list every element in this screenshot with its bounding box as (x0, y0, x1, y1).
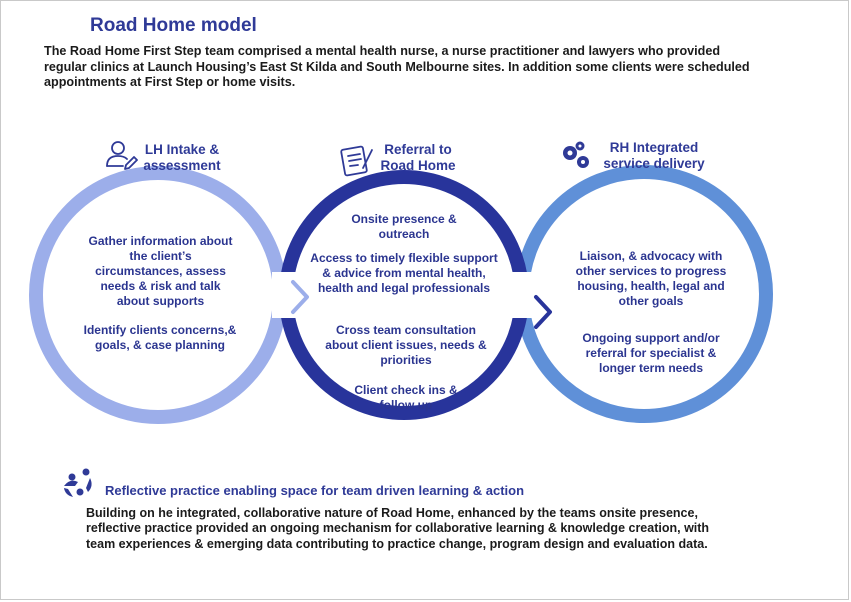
gears-icon (563, 141, 589, 168)
gap-right (512, 272, 544, 318)
heading-integrated: RH Integrated service delivery (603, 140, 705, 171)
footer-body: Building on he integrated, collaborative… (86, 506, 710, 551)
referral-text-3: Cross team consultation about client iss… (325, 323, 487, 367)
heading-referral: Referral to Road Home (380, 142, 456, 173)
integrated-text-1: Liaison, & advocacy with other services … (575, 249, 727, 308)
page-title: Road Home model (90, 15, 257, 36)
gap-left (272, 272, 304, 318)
footer-title: Reflective practice enabling space for t… (105, 483, 525, 498)
referral-text-2: Access to timely flexible support & advi… (310, 251, 498, 295)
clipboard-pen-icon (340, 145, 373, 177)
person-edit-icon (106, 141, 138, 170)
people-cycle-icon (64, 468, 92, 497)
intake-text-2: Identify clients concerns,& goals, & cas… (83, 323, 237, 352)
intro-paragraph: The Road Home First Step team comprised … (44, 44, 750, 89)
intake-text-1: Gather information about the client’s ci… (88, 234, 233, 308)
referral-text-1: Onsite presence & outreach (351, 212, 457, 241)
integrated-text-2: Ongoing support and/or referral for spec… (582, 331, 720, 375)
heading-intake: LH Intake & assessment (143, 142, 221, 173)
referral-text-4: Client check ins & follow up (354, 383, 458, 412)
chevron-right-icon (291, 280, 309, 314)
chevron-right-icon (534, 295, 552, 329)
